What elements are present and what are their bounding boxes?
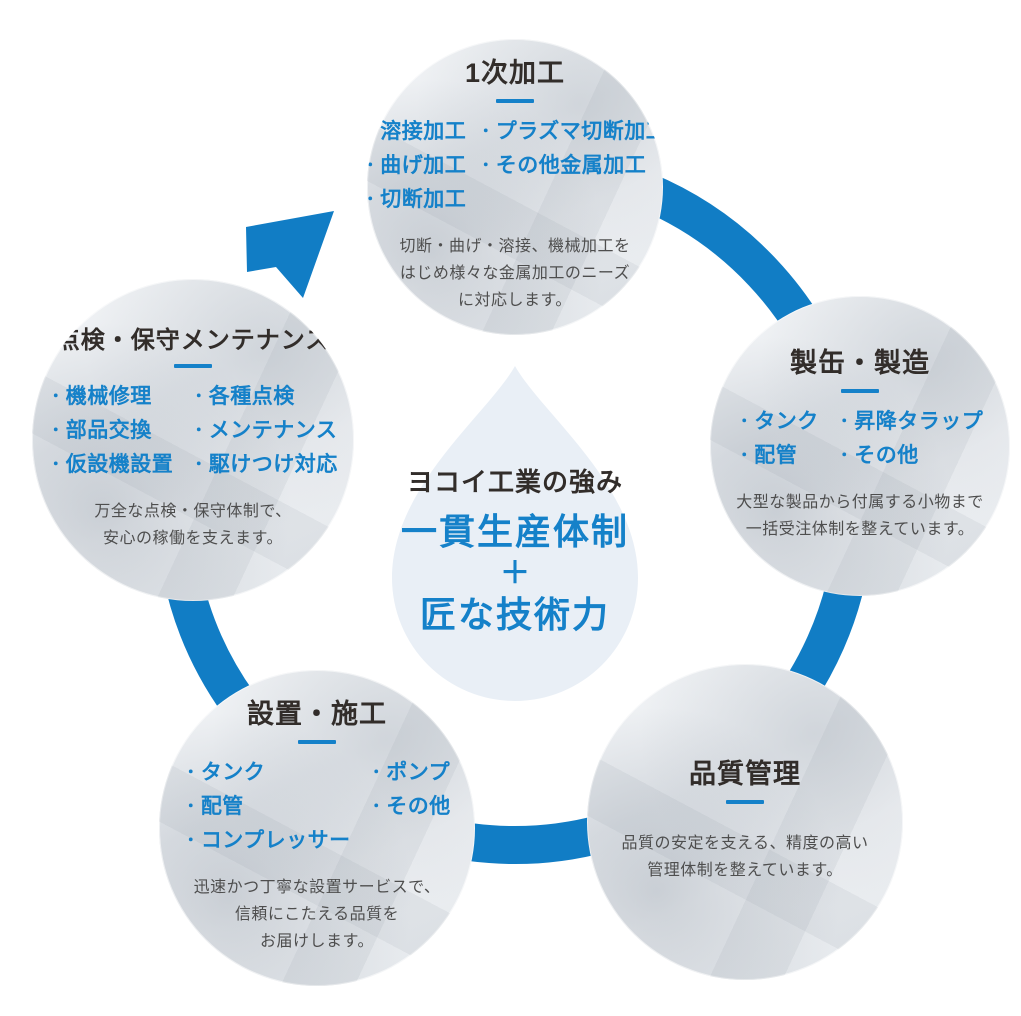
bullet-icon: ・: [191, 456, 207, 474]
service-item: ・配管: [183, 790, 350, 824]
circle-title: 品質管理: [689, 758, 801, 789]
service-item-label: その他: [854, 443, 919, 467]
service-item-label: 各種点検: [208, 384, 295, 408]
circle-inspection-maintenance: 点検・保守メンテナンス ・機械修理・部品交換・仮設機設置 ・各種点検・メンテナン…: [32, 279, 354, 601]
service-item-label: 機械修理: [65, 384, 152, 408]
service-item: ・溶接加工: [367, 115, 466, 149]
center-strength-block: ヨコイ工業の強み 一貫生産体制 ＋ 匠な技術力: [377, 462, 653, 636]
service-item: ・その他: [837, 439, 984, 473]
title-underline: [841, 388, 879, 393]
service-item: ・各種点検: [191, 380, 338, 414]
title-underline: [174, 363, 212, 368]
service-item: ・配管: [737, 439, 819, 473]
circle-title: 1次加工: [464, 58, 566, 89]
service-item-label: プラズマ切断加工: [495, 120, 663, 144]
service-item-label: タンク: [200, 761, 266, 785]
service-item-label: 仮設機設置: [65, 453, 174, 477]
plus-icon: ＋: [500, 557, 530, 591]
bullet-icon: ・: [191, 422, 207, 439]
bullet-icon: ・: [48, 422, 64, 439]
bullet-icon: ・: [836, 446, 853, 464]
service-items: ・タンク・配管 ・昇降タラップ・その他: [737, 405, 984, 473]
service-item: ・その他: [369, 790, 451, 824]
circle-quality-control: 品質管理 品質の安定を支える、精度の高い 管理体制を整えています。: [587, 664, 903, 980]
service-items: ・タンク・配管・コンプレッサー ・ポンプ・その他: [183, 756, 450, 858]
title-underline: [496, 99, 534, 104]
service-list-left: ・タンク・配管: [737, 405, 819, 473]
bullet-icon: ・: [478, 157, 494, 175]
bullet-icon: ・: [367, 123, 378, 140]
service-items: ・機械修理・部品交換・仮設機設置 ・各種点検・メンテナンス・駆けつけ対応: [48, 380, 338, 482]
service-item-label: ポンプ: [386, 761, 451, 785]
bullet-icon: ・: [48, 387, 64, 405]
bullet-icon: ・: [368, 798, 385, 816]
strength-eyebrow: ヨコイ工業の強み: [406, 467, 623, 497]
service-item-label: 駆けつけ対応: [208, 453, 338, 477]
circle-description: 万全な点検・保守体制で、 安心の稼働を支えます。: [94, 503, 292, 548]
bullet-icon: ・: [836, 412, 853, 430]
circle-description: 大型な製品から付属する小物まで 一括受注体制を整えています。: [736, 493, 984, 538]
service-item-label: メンテナンス: [208, 419, 338, 442]
bullet-icon: ・: [191, 387, 207, 405]
bullet-icon: ・: [367, 191, 378, 208]
service-item: ・曲げ加工: [367, 149, 466, 183]
service-item: ・その他金属加工: [478, 149, 663, 183]
circle-title: 製缶・製造: [790, 347, 930, 378]
cycle-arrow-icon: [246, 211, 334, 298]
circle-title: 設置・施工: [247, 699, 387, 730]
circle-description: 品質の安定を支える、精度の高い 管理体制を整えています。: [621, 834, 869, 879]
service-item-label: 昇降タラップ: [854, 409, 984, 433]
strength-line-2: 匠な技術力: [419, 594, 610, 636]
water-drop-icon: [392, 366, 638, 701]
circle-installation-construction: 設置・施工 ・タンク・配管・コンプレッサー ・ポンプ・その他 迅速かつ丁寧な設置…: [159, 670, 475, 986]
service-item-label: 切断加工: [380, 188, 467, 212]
service-item: ・メンテナンス: [191, 414, 338, 448]
service-list-right: ・ポンプ・その他: [369, 756, 451, 824]
service-list-left: ・溶接加工・曲げ加工・切断加工: [367, 115, 466, 217]
strength-line-1: 一貫生産体制: [400, 511, 629, 552]
circle-description: 切断・曲げ・溶接、機械加工を はじめ様々な金属加工のニーズ に対応します。: [399, 238, 631, 310]
service-item-label: 溶接加工: [380, 120, 467, 144]
service-item: ・昇降タラップ: [837, 405, 984, 439]
service-list-left: ・機械修理・部品交換・仮設機設置: [48, 380, 173, 482]
bullet-icon: ・: [183, 764, 199, 782]
service-item: ・仮設機設置: [48, 448, 173, 482]
service-item-label: その他金属加工: [495, 154, 647, 178]
bullet-icon: ・: [48, 456, 64, 474]
title-underline: [298, 740, 336, 745]
circle-primary-processing: 1次加工 ・溶接加工・曲げ加工・切断加工 ・プラズマ切断加工・その他金属加工 切…: [367, 39, 663, 335]
service-item-label: 部品交換: [65, 419, 152, 442]
service-item: ・駆けつけ対応: [191, 448, 338, 482]
service-item: ・機械修理: [48, 380, 173, 414]
bullet-icon: ・: [183, 832, 199, 850]
service-item: ・部品交換: [48, 414, 173, 448]
service-list-left: ・タンク・配管・コンプレッサー: [183, 756, 350, 858]
title-underline: [726, 799, 764, 804]
circle-title: 点検・保守メンテナンス: [55, 326, 331, 354]
service-items: ・溶接加工・曲げ加工・切断加工 ・プラズマ切断加工・その他金属加工: [367, 115, 663, 217]
circle-description: 迅速かつ丁寧な設置サービスで、 信頼にこたえる品質を お届けします。: [193, 879, 441, 951]
service-item-label: 配管: [200, 795, 244, 819]
bullet-icon: ・: [478, 123, 494, 141]
service-item-label: コンプレッサー: [200, 829, 351, 853]
service-list-right: ・昇降タラップ・その他: [837, 405, 984, 473]
service-item: ・切断加工: [367, 183, 466, 217]
bullet-icon: ・: [736, 412, 753, 430]
bullet-icon: ・: [736, 446, 753, 464]
bullet-icon: ・: [367, 157, 378, 174]
service-list-right: ・プラズマ切断加工・その他金属加工: [478, 115, 663, 183]
service-item-label: 配管: [754, 443, 798, 467]
bullet-icon: ・: [183, 798, 199, 816]
service-item: ・タンク: [737, 405, 819, 439]
bullet-icon: ・: [368, 764, 385, 782]
service-list-right: ・各種点検・メンテナンス・駆けつけ対応: [191, 380, 338, 482]
service-item-label: タンク: [754, 409, 819, 433]
service-item: ・プラズマ切断加工: [478, 115, 663, 149]
service-item: ・コンプレッサー: [183, 824, 350, 858]
service-item: ・タンク: [183, 756, 350, 790]
circle-canning-manufacturing: 製缶・製造 ・タンク・配管 ・昇降タラップ・その他 大型な製品から付属する小物ま…: [710, 296, 1010, 596]
service-item-label: 曲げ加工: [380, 154, 467, 178]
service-item: ・ポンプ: [369, 756, 451, 790]
service-item-label: その他: [386, 795, 451, 819]
